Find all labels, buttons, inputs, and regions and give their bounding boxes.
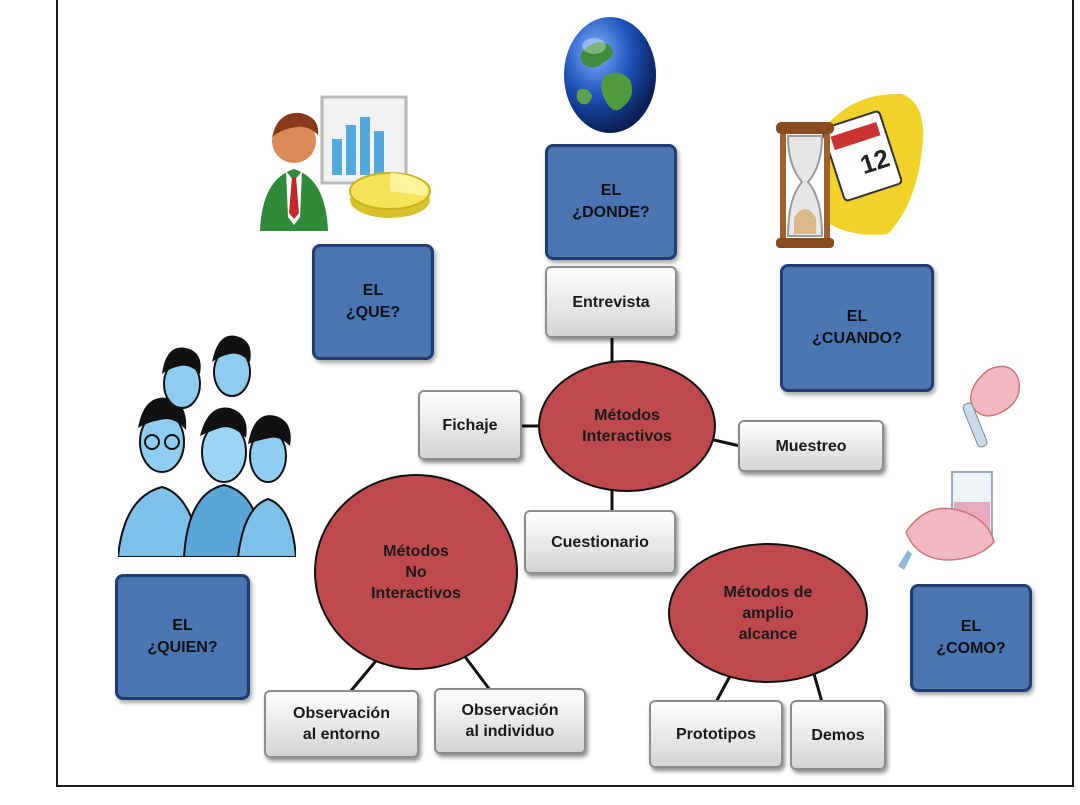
- connector-muestreo: [712, 438, 742, 448]
- technique-fichaje-label: Fichaje: [442, 416, 498, 434]
- hourglass-calendar-icon: 12: [776, 93, 924, 248]
- technique-observacion-entorno-line1: Observación: [293, 705, 390, 722]
- connector-prototipos: [714, 674, 732, 704]
- connector-observacion-individuo: [464, 656, 492, 692]
- question-cuando-line2: ¿CUANDO?: [812, 330, 902, 347]
- question-que-line1: EL: [362, 282, 384, 299]
- hub-no-interactivos-line1: Métodos: [383, 542, 449, 560]
- technique-observacion-individuo-line1: Observación: [461, 702, 559, 719]
- hub-metodos-interactivos: Métodos Interactivos: [538, 360, 716, 492]
- hub-no-interactivos-line3: Interactivos: [371, 584, 461, 602]
- technique-entrevista: Entrevista: [545, 266, 677, 338]
- technique-observacion-individuo: Observación al individuo: [434, 688, 586, 754]
- businessman-chart-icon: [260, 95, 431, 231]
- hub-amplio-alcance-line2: amplio: [742, 604, 794, 622]
- question-box-que: EL ¿QUE?: [312, 244, 434, 360]
- question-box-quien: EL ¿QUIEN?: [115, 574, 250, 700]
- globe-icon: [564, 17, 656, 133]
- hub-metodos-amplio-alcance: Métodos de amplio alcance: [668, 543, 868, 683]
- hub-amplio-alcance-line3: alcance: [738, 625, 798, 643]
- hub-metodos-no-interactivos: Métodos No Interactivos: [314, 474, 518, 670]
- question-que-line2: ¿QUE?: [345, 304, 401, 321]
- question-como-line2: ¿COMO?: [936, 640, 1006, 657]
- question-quien-line1: EL: [172, 617, 193, 634]
- hub-no-interactivos-line2: No: [405, 563, 427, 581]
- people-group-icon: [118, 335, 296, 557]
- technique-prototipos-label: Prototipos: [676, 725, 756, 743]
- technique-prototipos: Prototipos: [649, 700, 783, 768]
- hub-interactivos-line1: Métodos: [594, 407, 660, 424]
- question-box-donde: EL ¿DONDE?: [545, 144, 677, 260]
- technique-demos-label: Demos: [811, 726, 865, 744]
- technique-cuestionario-label: Cuestionario: [551, 533, 649, 551]
- hands-test-tube-icon: [898, 365, 1020, 570]
- hub-amplio-alcance-line1: Métodos de: [723, 583, 813, 601]
- question-donde-line2: ¿DONDE?: [572, 204, 650, 221]
- technique-fichaje: Fichaje: [418, 390, 522, 460]
- connector-observacion-entorno: [348, 660, 377, 694]
- question-como-line1: EL: [960, 618, 982, 635]
- technique-cuestionario: Cuestionario: [524, 510, 676, 574]
- technique-muestreo: Muestreo: [738, 420, 884, 472]
- technique-observacion-entorno: Observación al entorno: [264, 690, 419, 758]
- question-box-cuando: EL ¿CUANDO?: [780, 264, 934, 392]
- technique-observacion-entorno-line2: al entorno: [302, 726, 381, 743]
- question-quien-line2: ¿QUIEN?: [147, 639, 218, 656]
- technique-observacion-individuo-line2: al individuo: [465, 723, 555, 740]
- question-box-como: EL ¿COMO?: [910, 584, 1032, 692]
- technique-muestreo-label: Muestreo: [775, 437, 847, 455]
- connector-demos: [812, 672, 824, 704]
- question-cuando-line1: EL: [846, 308, 868, 325]
- technique-demos: Demos: [790, 700, 886, 770]
- hub-interactivos-line2: Interactivos: [582, 428, 672, 445]
- question-donde-line1: EL: [600, 182, 622, 199]
- technique-entrevista-label: Entrevista: [572, 293, 650, 311]
